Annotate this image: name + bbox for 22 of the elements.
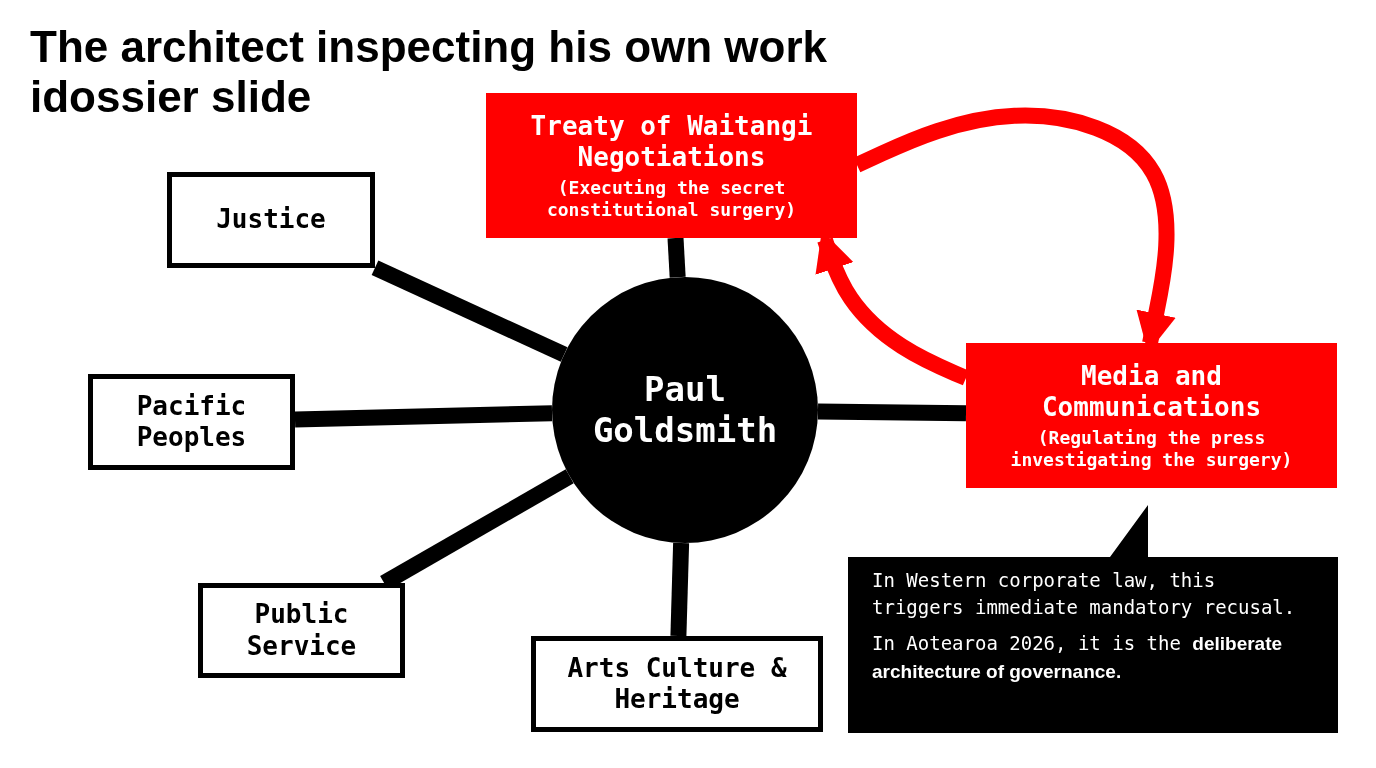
- connector-line: [670, 542, 690, 637]
- highlight-box: [966, 343, 1337, 488]
- portfolio-box: [198, 583, 405, 678]
- node-title: Arts Culture & Heritage: [566, 652, 788, 716]
- person-name: Paul Goldsmith: [591, 369, 779, 451]
- node-subtitle: (Executing the secret constitutional surgery): [545, 177, 798, 221]
- node-subtitle: (Regulating the press investigating the surgery): [1009, 427, 1294, 471]
- node-title: Public Service: [245, 599, 358, 662]
- portfolio-box: [167, 172, 375, 268]
- node-title: Media and Communications: [1040, 360, 1263, 424]
- connector-line: [294, 405, 553, 428]
- portfolio-box: [531, 636, 823, 732]
- portfolio-box: [88, 374, 295, 470]
- connector-line: [817, 403, 967, 422]
- highlight-box: [486, 93, 857, 238]
- connector-line: [371, 260, 568, 362]
- node-title: Justice: [216, 204, 326, 236]
- connector-line: [667, 237, 686, 278]
- note-paragraph: In Aotearoa 2026, it is the deliberate architecture of governance.: [872, 631, 1284, 684]
- note-paragraph: In Western corporate law, this triggers immediate mandatory recusal.: [872, 568, 1297, 620]
- speech-bubble: [848, 505, 1338, 733]
- node-title: Pacific Peoples: [135, 390, 248, 454]
